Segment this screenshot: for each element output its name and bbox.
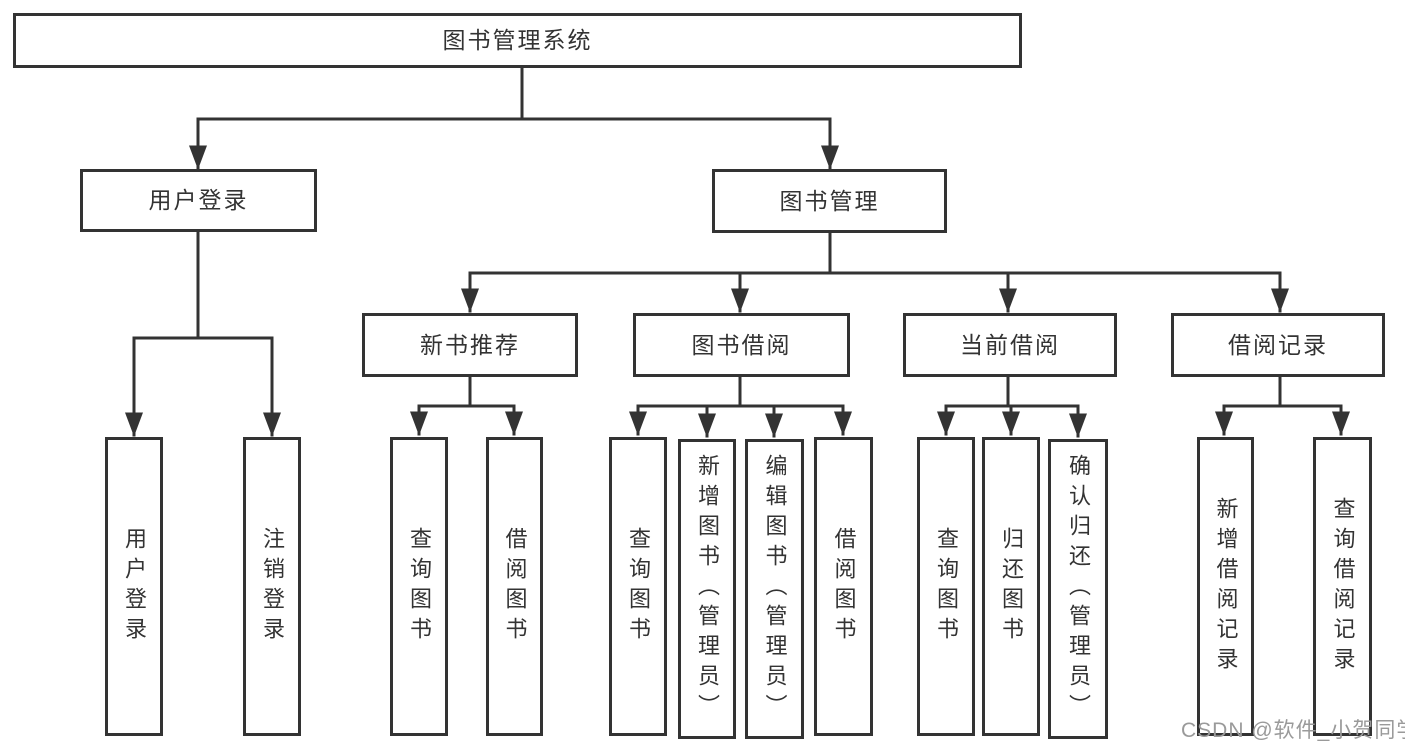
leaf-cb-query-books: 查询图书 <box>917 437 975 736</box>
leaf-bb-add-books-admin: 新增图书（管理员） <box>678 439 736 739</box>
node-book-borrowing: 图书借阅 <box>633 313 850 377</box>
leaf-cb-return-books: 归还图书 <box>982 437 1040 736</box>
leaf-nbr-query-books: 查询图书 <box>390 437 448 736</box>
leaf-bb-query-books: 查询图书 <box>609 437 667 736</box>
csdn-watermark: CSDN @软件_小贺同学 <box>1181 719 1405 742</box>
leaf-br-add-record: 新增借阅记录 <box>1197 437 1254 736</box>
node-user-login: 用户登录 <box>80 169 317 232</box>
node-new-book-recommend: 新书推荐 <box>362 313 578 377</box>
leaf-nbr-borrow-books: 借阅图书 <box>486 437 543 736</box>
leaf-bb-edit-books-admin: 编辑图书（管理员） <box>745 439 804 739</box>
leaf-user-login: 用户登录 <box>105 437 163 736</box>
node-book-management: 图书管理 <box>712 169 947 233</box>
leaf-bb-borrow-books: 借阅图书 <box>814 437 873 736</box>
node-borrowing-records: 借阅记录 <box>1171 313 1385 377</box>
leaf-br-query-record: 查询借阅记录 <box>1313 437 1372 736</box>
leaf-cb-confirm-return-admin: 确认归还（管理员） <box>1048 439 1108 739</box>
node-book-management-system: 图书管理系统 <box>13 13 1022 68</box>
leaf-logout: 注销登录 <box>243 437 301 736</box>
node-current-borrowing: 当前借阅 <box>903 313 1117 377</box>
